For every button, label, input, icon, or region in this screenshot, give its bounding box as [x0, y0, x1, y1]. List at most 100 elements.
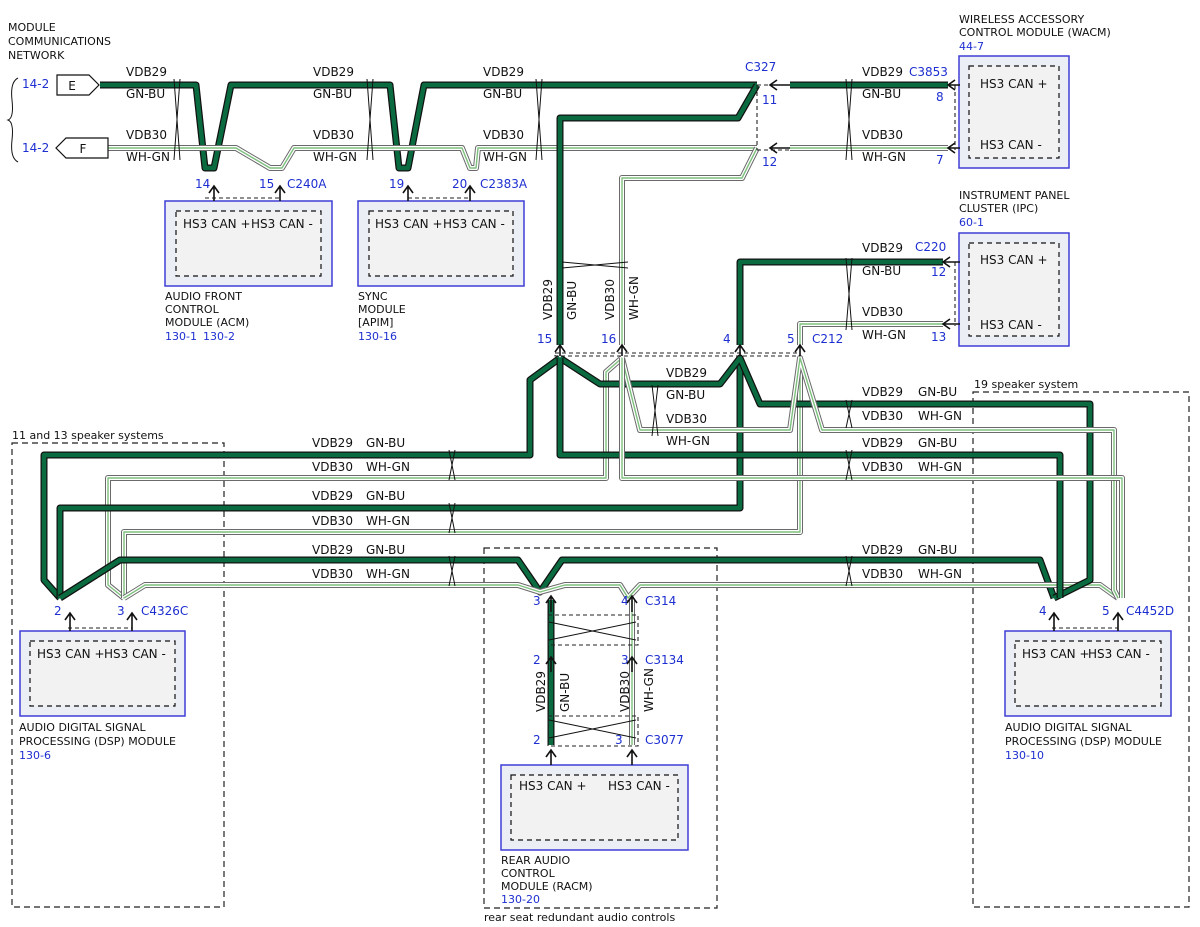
- wire-label: VDB29: [862, 385, 903, 399]
- wire-label: WH-GN: [918, 460, 962, 474]
- acm-pin: 15: [259, 177, 274, 191]
- wire-label: VDB29: [862, 543, 903, 557]
- dsp-right-ref: 130-10: [1005, 749, 1044, 762]
- dsp-right-name-1: AUDIO DIGITAL SIGNAL: [1005, 721, 1132, 734]
- wire-vdb30-ipc-core: [799, 323, 943, 345]
- dsp-left-can-plus: HS3 CAN +: [37, 647, 105, 661]
- c212-pin-arrow: [794, 343, 806, 356]
- dsp-right-module: HS3 CAN + HS3 CAN - AUDIO DIGITAL SIGNAL…: [1004, 630, 1172, 762]
- wire-label: VDB30: [618, 671, 632, 712]
- dsp-left-pin: 3: [117, 604, 125, 618]
- apim-can-minus: HS3 CAN -: [443, 217, 505, 231]
- wire-vdb29-dsp-left-a-core: [41, 356, 562, 600]
- network-brace: [6, 77, 19, 163]
- zone-left: [11, 442, 225, 908]
- twist-mark: [548, 719, 637, 739]
- wire-label: WH-GN: [366, 460, 410, 474]
- twist-mark: [651, 384, 659, 437]
- apim-module: HS3 CAN + HS3 CAN - SYNC MODULE [APIM] 1…: [357, 200, 525, 343]
- wire-label: VDB29: [541, 279, 555, 320]
- ipc-module: INSTRUMENT PANEL CLUSTER (IPC) 60-1 HS3 …: [958, 189, 1070, 347]
- twist-marks: [173, 78, 853, 739]
- apim-pin: 20: [452, 177, 467, 191]
- acm-can-minus: HS3 CAN -: [251, 217, 313, 231]
- twist-mark: [448, 555, 456, 587]
- apim-can-plus: HS3 CAN +: [375, 217, 443, 231]
- wire-label: WH-GN: [918, 409, 962, 423]
- racm-can-plus: HS3 CAN +: [519, 779, 587, 793]
- wire-harness: [40, 81, 1125, 745]
- c3134-pin: 3: [621, 653, 629, 667]
- wire-label: WH-GN: [642, 668, 656, 712]
- wire-label: GN-BU: [558, 673, 572, 712]
- dsp-right-can-minus: HS3 CAN -: [1088, 647, 1150, 661]
- acm-ref-1: 130-1: [165, 330, 197, 343]
- c3134-pin-arrow: [626, 655, 638, 672]
- wire-label: WH-GN: [366, 567, 410, 581]
- dsp-left-inner: [29, 640, 176, 707]
- zone-rear: [483, 547, 718, 909]
- wacm-can-plus: HS3 CAN +: [980, 77, 1048, 91]
- wire-vdb29-ipc-core: [737, 259, 943, 345]
- c3853-label: C3853: [909, 65, 948, 79]
- dsp-left-pin-arrow: [126, 611, 138, 631]
- network-title-2: COMMUNICATIONS: [8, 35, 111, 48]
- dsp-left-can-minus: HS3 CAN -: [104, 647, 166, 661]
- wire-vdb30-dsp-left-a-core: [107, 357, 623, 599]
- ipc-pin: 13: [931, 330, 946, 344]
- c327-label: C327: [745, 60, 776, 74]
- wire-vdb30-dsp-right-a-core: [621, 357, 1119, 599]
- dsp-left-ref: 130-6: [19, 749, 51, 762]
- vertical-wire-labels: VDB29 GN-BU VDB30 WH-GN VDB29 GN-BU VDB3…: [534, 276, 656, 712]
- acm-can-plus: HS3 CAN +: [183, 217, 251, 231]
- twist-mark: [366, 78, 374, 161]
- c2383a-label: C2383A: [480, 177, 528, 191]
- network-connectors: MODULE COMMUNICATIONS NETWORK 14-2 14-2 …: [6, 21, 111, 163]
- wire-label: VDB29: [126, 65, 167, 79]
- wire-label: GN-BU: [366, 543, 405, 557]
- wire-label: GN-BU: [666, 388, 705, 402]
- wire-label: VDB30: [126, 128, 167, 142]
- dsp-right-pin-arrow: [1112, 611, 1124, 631]
- wacm-pin: 8: [936, 90, 944, 104]
- racm-pin: 3: [615, 733, 623, 747]
- wire-label: VDB30: [862, 128, 903, 142]
- connector-e-shape: [56, 74, 100, 96]
- ipc-can-minus: HS3 CAN -: [980, 318, 1042, 332]
- wire-label: VDB30: [312, 514, 353, 528]
- c3077-label: C3077: [645, 733, 684, 747]
- c327-pin-arrow: [768, 142, 790, 154]
- racm-pin: 2: [533, 733, 541, 747]
- c212-outline: [554, 352, 801, 357]
- ipc-name-1: INSTRUMENT PANEL: [959, 189, 1070, 202]
- c212-pin-arrow: [734, 343, 746, 356]
- wacm-pin-arrow: [946, 142, 960, 154]
- zone-right-label: 19 speaker system: [974, 378, 1078, 391]
- racm-pin-arrow: [545, 748, 557, 765]
- twist-mark: [173, 78, 181, 161]
- c314-pin-arrow: [545, 594, 557, 612]
- c212-pin: 16: [601, 332, 616, 346]
- twist-mark: [548, 621, 637, 641]
- wire-label: WH-GN: [627, 276, 641, 320]
- acm-name-3: MODULE (ACM): [165, 316, 249, 329]
- zone-rear-label: rear seat redundant audio controls: [484, 911, 675, 924]
- c314-pin: 4: [621, 594, 629, 608]
- wacm-pin: 7: [936, 153, 944, 167]
- c212-pin: 15: [537, 332, 552, 346]
- wire-label: VDB29: [666, 366, 707, 380]
- zones: 11 and 13 speaker systems 19 speaker sys…: [11, 378, 1190, 924]
- wire-label: WH-GN: [483, 150, 527, 164]
- wire-label: GN-BU: [313, 87, 352, 101]
- wire-label: WH-GN: [366, 514, 410, 528]
- twist-mark: [448, 502, 456, 534]
- pin-arrows: [64, 79, 1124, 765]
- apim-pin-arrow: [402, 184, 414, 201]
- wire-label: VDB29: [313, 65, 354, 79]
- twist-mark: [535, 78, 543, 161]
- wacm-can-minus: HS3 CAN -: [980, 138, 1042, 152]
- dsp-right-name-2: PROCESSING (DSP) MODULE: [1005, 735, 1162, 748]
- wacm-inner: [968, 65, 1060, 159]
- ipc-inner: [968, 242, 1060, 337]
- c327-pin: 11: [762, 93, 777, 107]
